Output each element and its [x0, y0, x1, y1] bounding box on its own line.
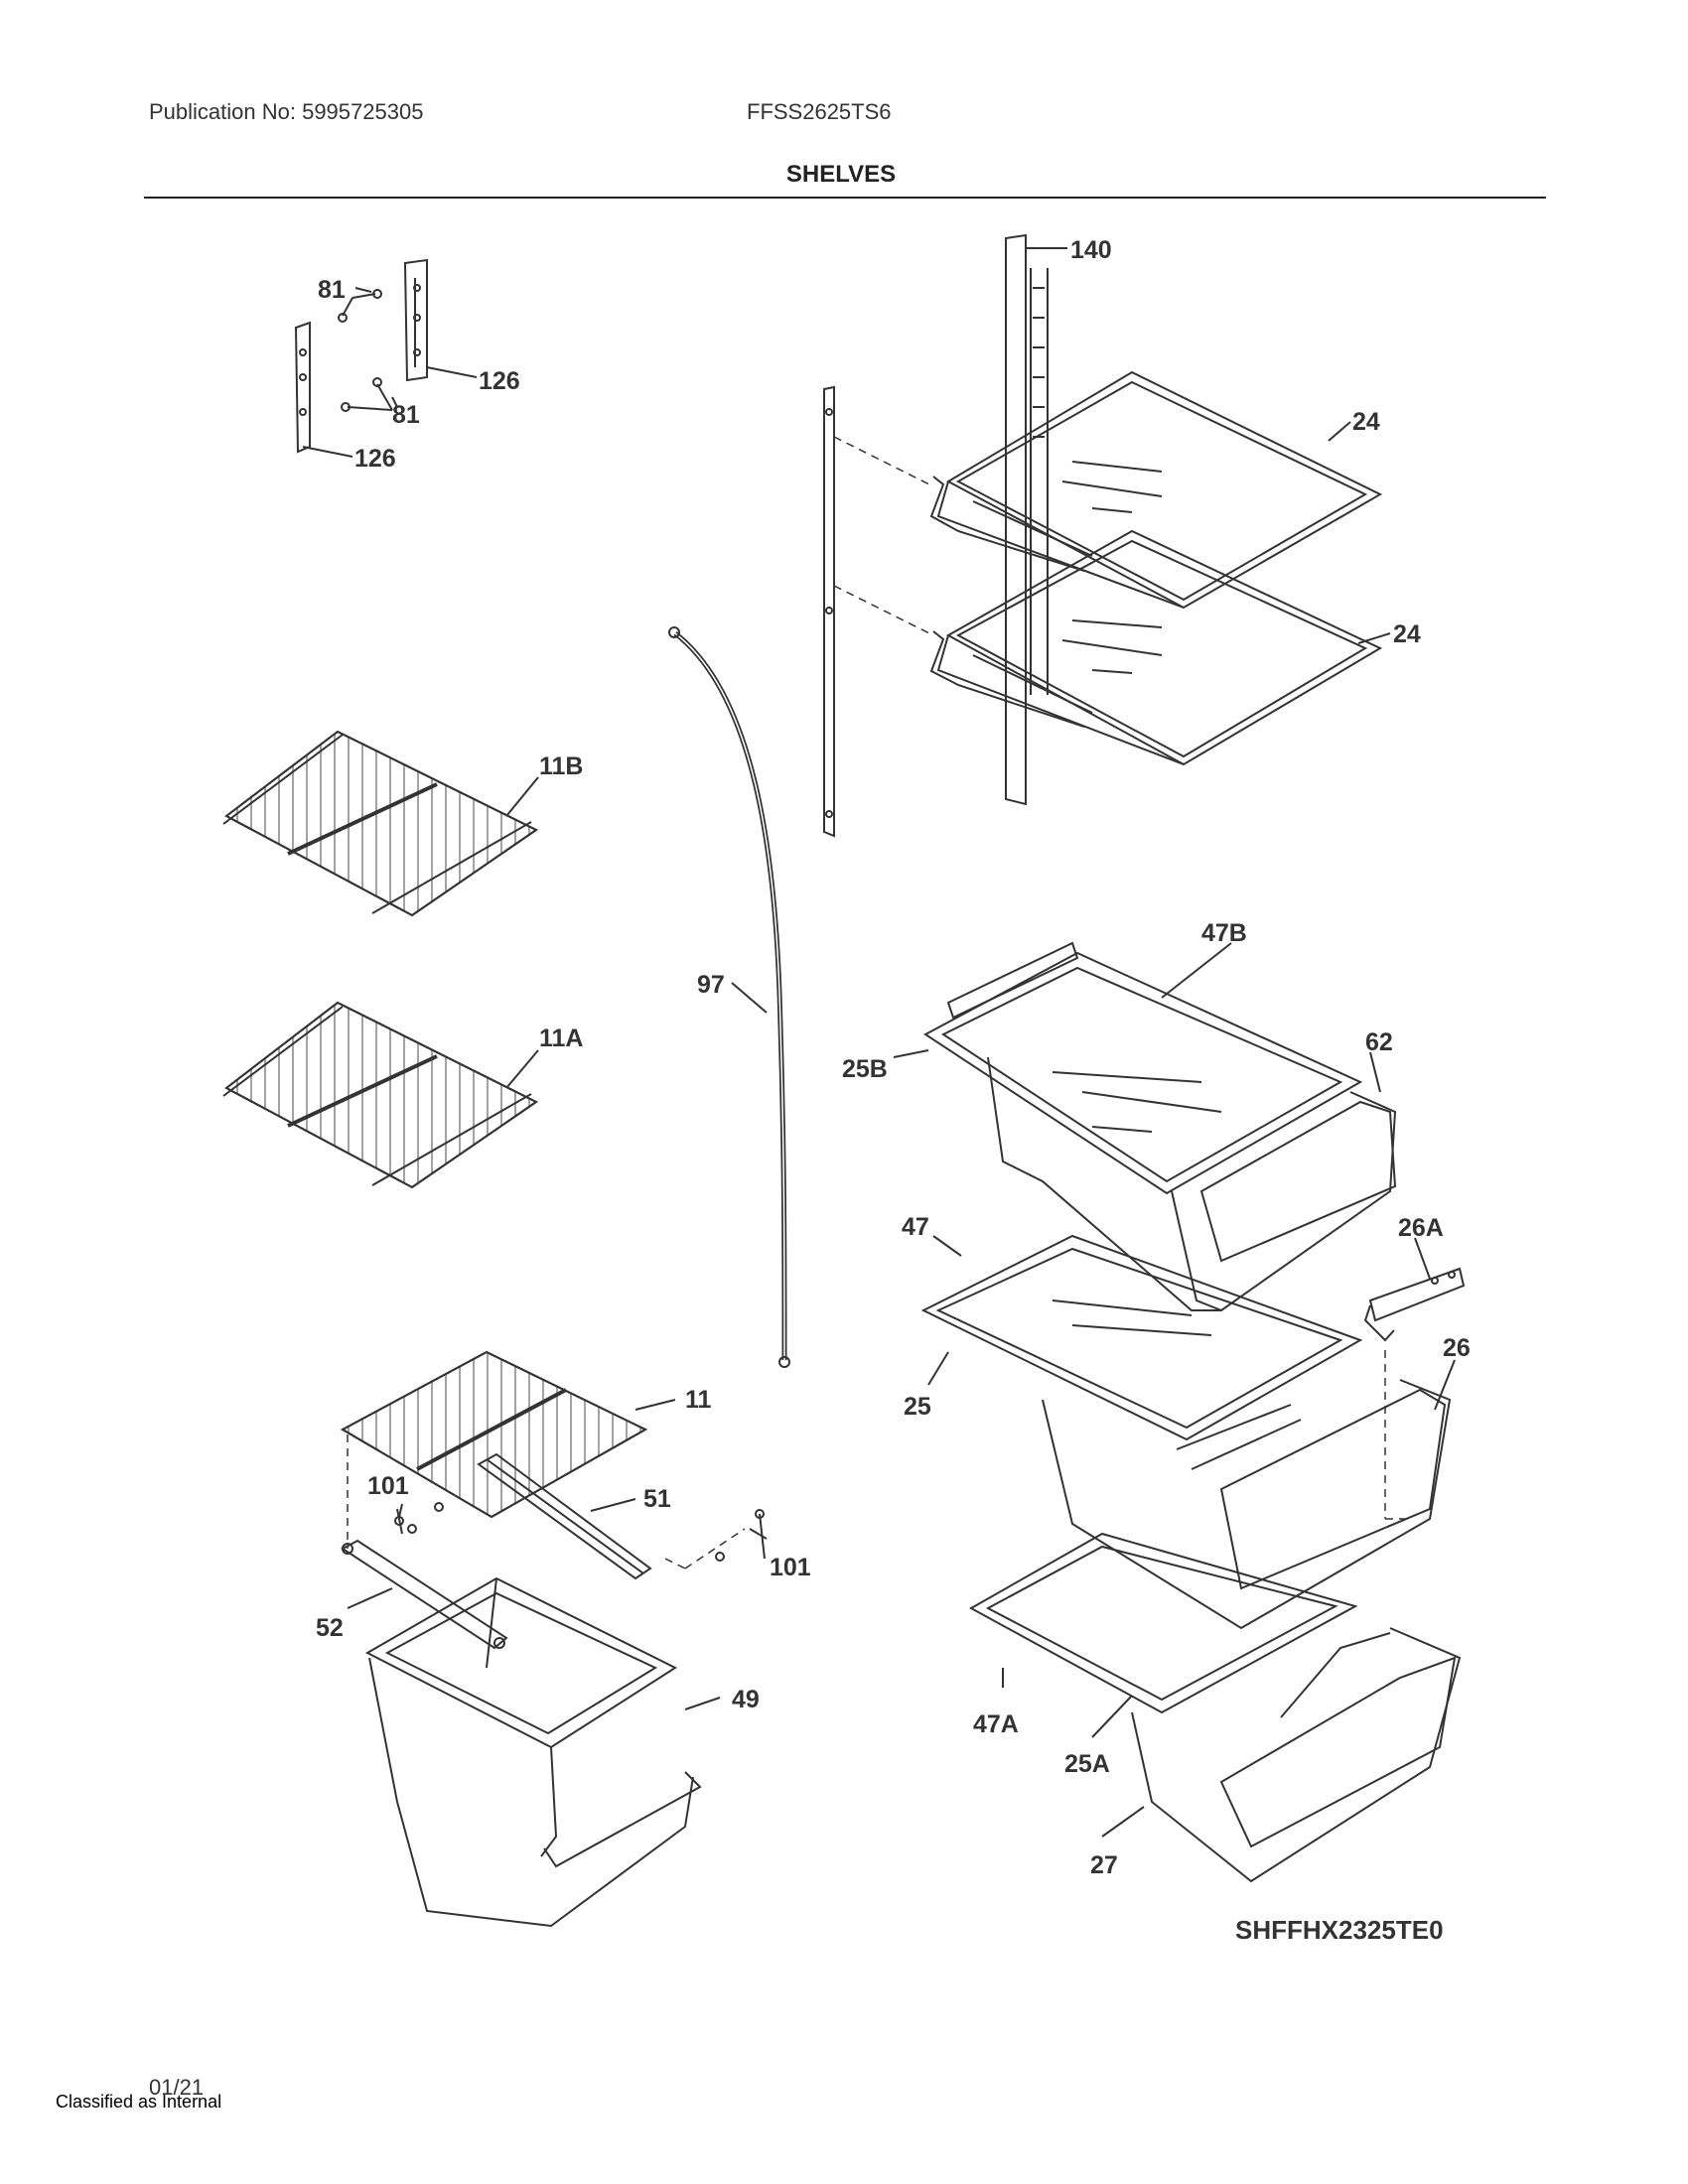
callout-27: 27 — [1090, 1851, 1118, 1879]
alignment-lines — [347, 436, 1410, 1570]
callout-26A: 26A — [1398, 1214, 1444, 1242]
callout-11B: 11B — [539, 752, 583, 780]
screws-101-right — [715, 1509, 766, 1562]
callout-25A: 25A — [1064, 1750, 1110, 1778]
shelf-ladder-brackets — [294, 258, 428, 454]
callout-140: 140 — [1070, 236, 1112, 264]
rail-140 — [1005, 233, 1049, 806]
wire-rack-11 — [340, 1350, 648, 1519]
callout-81-upper: 81 — [318, 276, 346, 304]
callout-97: 97 — [697, 971, 725, 999]
classification-label: Classified as Internal — [56, 2092, 222, 2112]
bin-49 — [364, 1576, 702, 1928]
wire-rack-11A — [222, 1001, 538, 1189]
drawer-27 — [1131, 1627, 1462, 1883]
callout-25: 25 — [904, 1393, 931, 1421]
callout-49: 49 — [732, 1686, 760, 1713]
footer-date: 01/21 — [149, 2075, 205, 2100]
screws-101-left — [394, 1502, 444, 1535]
bracket-26A — [1363, 1267, 1466, 1342]
rail-left — [823, 385, 835, 838]
callout-52: 52 — [316, 1614, 344, 1642]
callout-47: 47 — [902, 1213, 929, 1241]
glass-shelf-24-lower — [929, 529, 1383, 766]
support-51 — [477, 1452, 652, 1580]
callout-101-left: 101 — [367, 1472, 409, 1500]
callout-47B: 47B — [1201, 919, 1247, 947]
callout-47A: 47A — [973, 1710, 1019, 1738]
callout-11A: 11A — [539, 1024, 583, 1052]
drawer-26 — [1042, 1379, 1452, 1630]
support-52 — [341, 1539, 508, 1650]
callout-24-upper: 24 — [1352, 408, 1380, 436]
page-title: SHELVES — [785, 161, 897, 188]
screw-81-lower — [341, 377, 393, 412]
wire-rack-11B — [222, 730, 538, 917]
drawer-62 — [987, 1056, 1397, 1311]
callout-11: 11 — [685, 1386, 712, 1414]
diagram-code: SHFFHX2325TE0 — [1235, 1915, 1444, 1945]
cover-47 — [920, 1234, 1363, 1441]
cover-47B — [923, 941, 1363, 1195]
callout-101-right: 101 — [770, 1554, 811, 1581]
cover-47A — [968, 1532, 1358, 1714]
callout-62: 62 — [1365, 1028, 1393, 1056]
glass-shelf-24-upper — [929, 370, 1383, 610]
callout-26: 26 — [1443, 1334, 1471, 1362]
screw-81-upper — [338, 289, 382, 323]
callout-51: 51 — [643, 1485, 671, 1513]
callout-81-lower: 81 — [392, 401, 420, 429]
leader-lines — [302, 247, 1456, 1838]
callout-25B: 25B — [842, 1055, 888, 1083]
callout-126-upper: 126 — [479, 367, 520, 395]
publication-number: Publication No: 5995725305 — [149, 99, 424, 124]
callout-24-lower: 24 — [1393, 620, 1421, 648]
model-number: FFSS2625TS6 — [747, 99, 892, 124]
header-rule — [144, 197, 1546, 199]
callout-126-lower: 126 — [354, 445, 396, 473]
tube-97 — [668, 626, 790, 1368]
